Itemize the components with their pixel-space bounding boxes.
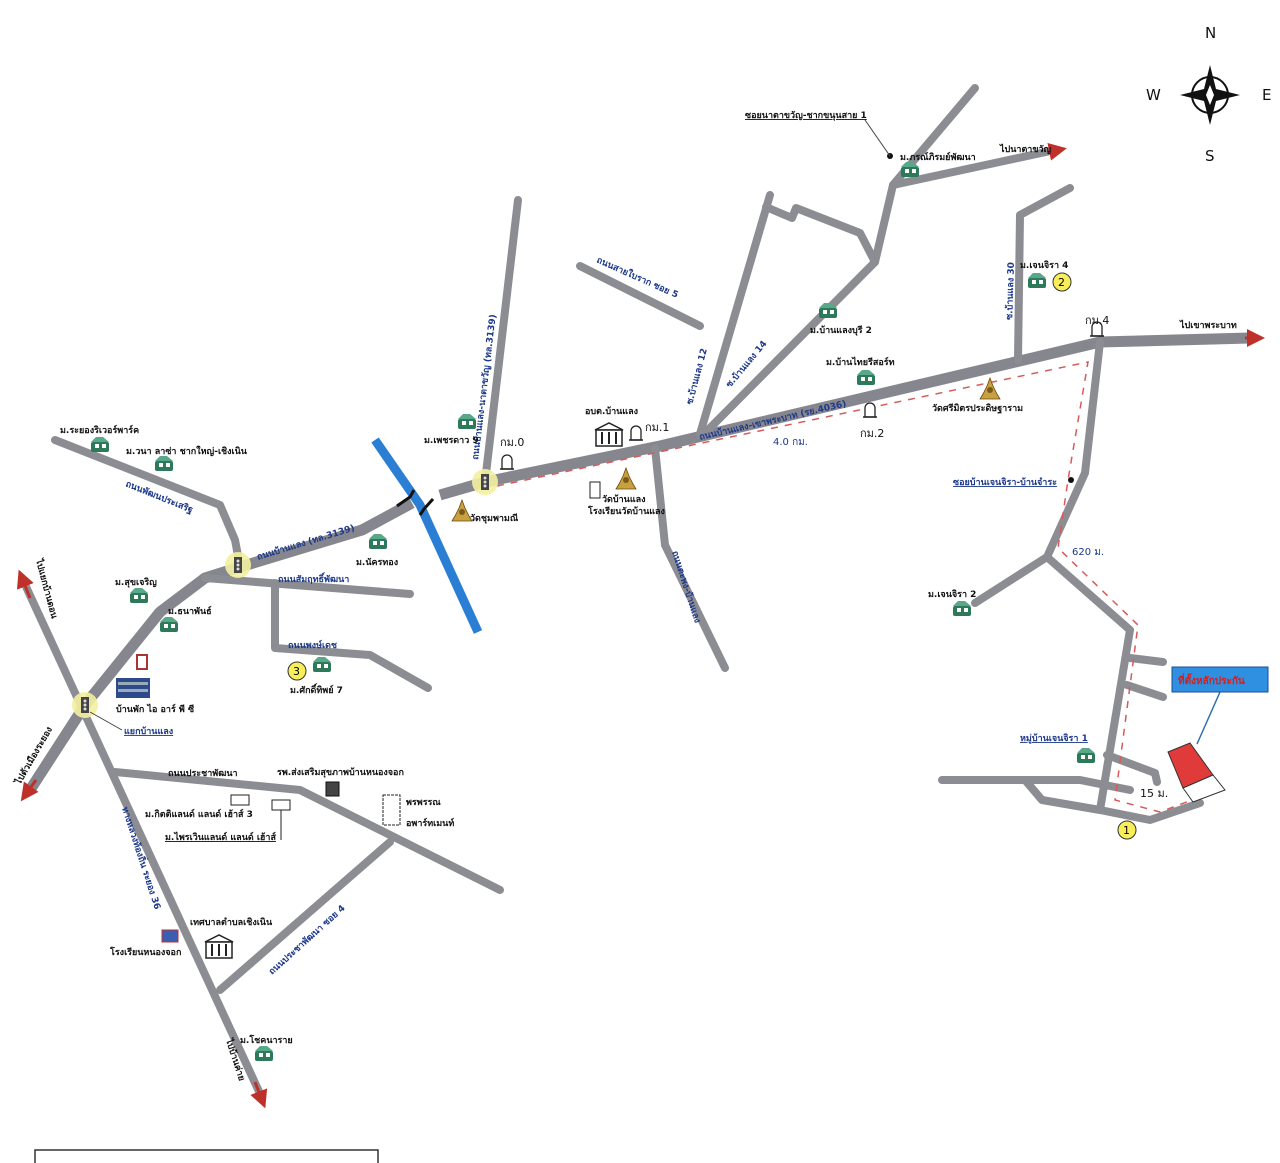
place-school-banlaeng: โรงเรียนวัดบ้านแลง	[587, 505, 665, 517]
place-wat-chumpha: วัดชุมพามณี	[470, 513, 519, 524]
place-banlaengburi2: ม.บ้านแลงบุรี 2	[810, 325, 872, 336]
bridge-icon	[396, 489, 435, 516]
place-kittiland: ม.กิตติแลนด์ แลนด์ เฮ้าส์ 3	[145, 808, 253, 820]
place-jenjira2: ม.เจนจิรา 2	[928, 589, 976, 600]
place-phonphirom: ม.ภรณ์ภิรมย์พัฒนา	[900, 151, 976, 163]
distance-soi: 620 ม.	[1072, 547, 1104, 558]
road-label-main-west: ถนนบ้านแลง (ทล.3139)	[256, 523, 356, 563]
svg-text:1: 1	[1123, 824, 1130, 837]
place-wat-banlaeng: วัดบ้านแลง	[602, 494, 646, 505]
soi-point	[1068, 477, 1074, 483]
traffic-light-icon	[472, 469, 498, 495]
place-hospital: รพ.ส่งเสริมสุขภาพบ้านหนองจอก	[277, 767, 404, 778]
road-label-natakwan-soi: ซอยนาตาขวัญ-ชากขนุนสาย 1	[745, 110, 867, 121]
legend-box	[34, 1149, 379, 1163]
place-irpc: บ้านพัก ไอ อาร์ พี ซี	[116, 703, 194, 715]
place-municipality: เทศบาลตำบลเชิงเนิน	[190, 917, 273, 928]
distance-main: 4.0 กม.	[773, 437, 808, 448]
km-post-2: กม.2	[860, 427, 884, 440]
direction-natakwan: ไปนาตาขวัญ	[999, 143, 1052, 155]
compass-north: N	[1205, 24, 1216, 42]
place-praiwinland: ม.ไพรเวินแลนด์ แลนด์ เฮ้าส์	[165, 831, 276, 843]
road-label-takhong: ถนนตะพง-บ้านแลง	[669, 550, 703, 625]
leader-line	[89, 711, 123, 731]
apartment-icon	[382, 794, 401, 826]
road-label-samrit: ถนนสัมฤทธิ์พัฒนา	[278, 572, 349, 585]
road-label-jenjira-soi: ซอยบ้านเจนจิรา-บ้านจำระ	[953, 477, 1057, 488]
compass-east: E	[1262, 86, 1271, 104]
building-icon	[116, 678, 150, 698]
km-post-0: กม.0	[500, 436, 524, 449]
property-label-box	[1171, 666, 1269, 693]
temple-icon	[451, 499, 473, 522]
place-petchdao9: ม.เพชรดาว 9	[424, 436, 479, 446]
svg-text:3: 3	[293, 665, 300, 678]
place-jenjira1: หมู่บ้านเจนจิรา 1	[1020, 733, 1088, 744]
road-label-soi14: ซ.บ้านแลง 14	[724, 339, 770, 390]
temple-icon	[615, 467, 637, 490]
road-label-rural36: ทางหลวงท้องถิ่น ระยอง 36	[119, 805, 164, 911]
place-obt: อบต.บ้านแลง	[585, 406, 638, 417]
marker-2: 2	[1052, 272, 1072, 292]
road-network	[18, 84, 1251, 1102]
compass-west: W	[1146, 86, 1161, 104]
place-banthairesort: ม.บ้านไทยรีสอร์ท	[826, 356, 895, 368]
compass-south: S	[1205, 147, 1215, 165]
hospital-icon	[325, 781, 340, 797]
property-label: ที่ตั้งหลักประกัน	[1178, 673, 1245, 687]
distance-last: 15 ม.	[1140, 787, 1168, 800]
place-school-nongjok: โรงเรียนหนองจอก	[109, 946, 181, 958]
place-wanalaza: ม.วนา ลาซ่า ชากใหญ่-เชิงเนิน	[126, 445, 248, 457]
river	[371, 437, 483, 634]
school-icon	[589, 481, 601, 499]
place-chokcharoen: ม.โชคนาราย	[240, 1034, 293, 1046]
km-post-4: กม.4	[1085, 314, 1109, 327]
place-sukcharoen: ม.สุขเจริญ	[115, 577, 157, 588]
road-label-pracha: ถนนประชาพัฒนา	[168, 768, 238, 779]
direction-khaophrabat: ไปเขาพระบาท	[1179, 319, 1237, 331]
road-label-soi12: ซ.บ้านแลง 12	[684, 347, 710, 406]
leader-line	[864, 119, 891, 157]
road-label-pongdet: ถนนพงษ์เดช	[288, 639, 337, 651]
marker-1: 1	[1117, 820, 1137, 840]
house-estate-icon	[230, 794, 250, 806]
place-thanaphan: ม.ธนาพันธ์	[168, 605, 212, 617]
government-building-icon	[204, 934, 234, 959]
place-riverpark: ม.ระยองริเวอร์พาร์ค	[60, 424, 139, 436]
place-nakornthong: ม.นัครทอง	[356, 557, 398, 568]
house-estate-icon	[271, 799, 291, 811]
marker-3: 3	[287, 661, 307, 681]
convenience-store-icon	[136, 654, 148, 670]
place-sakthip7: ม.ศักดิ์ทิพย์ 7	[290, 683, 343, 696]
traffic-light-icon	[225, 552, 251, 578]
km-post-1: กม.1	[645, 421, 669, 434]
direction-arrows	[16, 142, 1265, 1109]
place-apartment-2: อพาร์ทเมนท์	[406, 817, 454, 829]
property-plot	[1167, 691, 1226, 803]
government-building-icon	[594, 422, 624, 447]
place-wat-srimit: วัดศรีมิตรประดิษฐาราม	[932, 403, 1023, 414]
place-junction-banlaeng: แยกบ้านแลง	[124, 726, 173, 737]
place-apartment-1: พรพรรณ	[406, 798, 441, 808]
school-icon	[161, 929, 179, 943]
place-jenjira4: ม.เจนจิรา 4	[1020, 260, 1068, 271]
svg-text:2: 2	[1058, 276, 1065, 289]
road-label-soi30: ซ.บ้านแลง 30	[1004, 262, 1017, 320]
compass-rose-icon: N E S W	[1146, 24, 1271, 165]
